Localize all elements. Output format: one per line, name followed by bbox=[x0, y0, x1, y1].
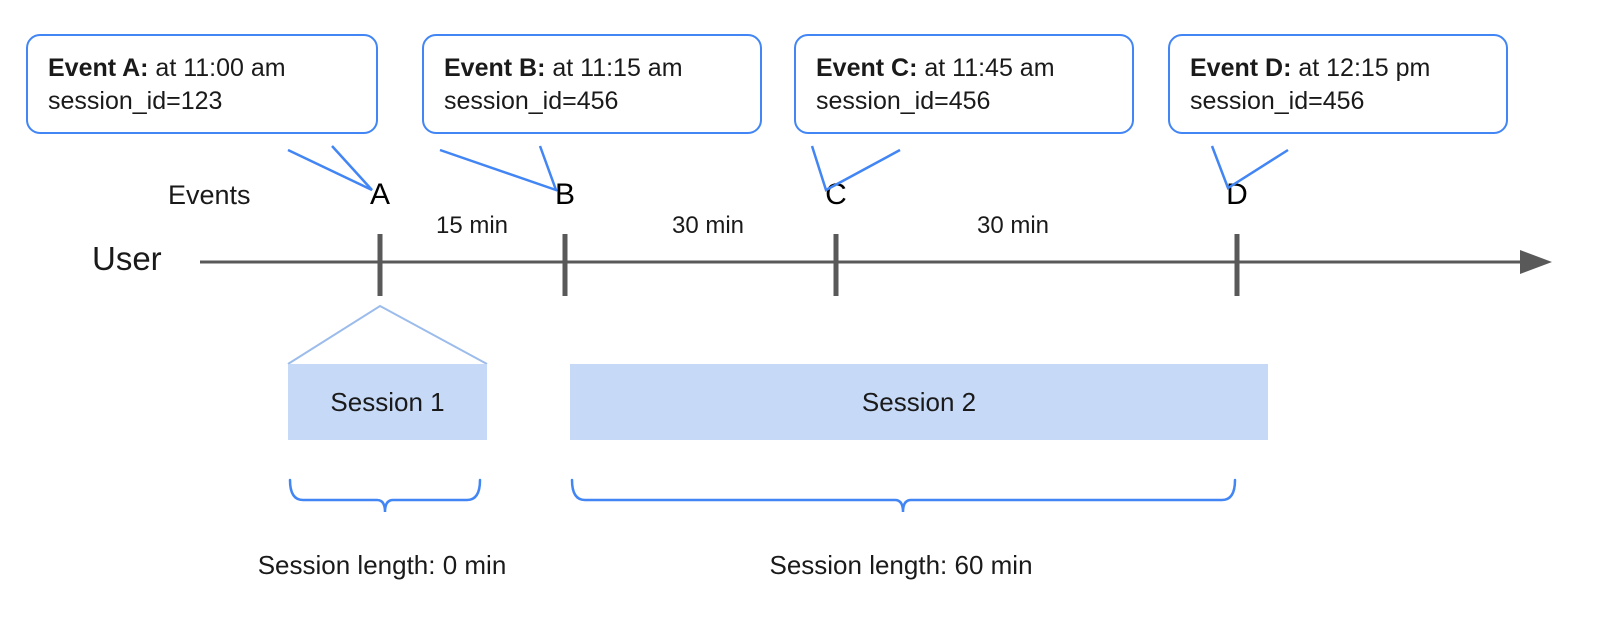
gap-label-a-b: 15 min bbox=[435, 212, 509, 239]
callout-event-d: Event D: at 12:15 pm session_id=456 bbox=[1168, 34, 1508, 134]
gap-label-b-c: 30 min bbox=[671, 212, 745, 239]
event-letter-d: D bbox=[1226, 178, 1248, 211]
callout-tail-a-icon bbox=[287, 145, 373, 192]
callout-c-line1: Event C: at 11:45 am bbox=[816, 52, 1114, 85]
timeline-arrow-icon bbox=[1520, 250, 1552, 274]
gap-label-c-d: 30 min bbox=[976, 212, 1050, 239]
session-bar-1: Session 1 bbox=[288, 364, 487, 440]
callout-b-lead: Event B: bbox=[444, 54, 546, 82]
session-bar-1-label: Session 1 bbox=[330, 386, 445, 417]
callout-b-line1: Event B: at 11:15 am bbox=[444, 52, 742, 85]
callout-d-session: session_id=456 bbox=[1190, 87, 1365, 115]
callout-event-a: Event A: at 11:00 am session_id=123 bbox=[26, 34, 378, 134]
session-2-length-caption: Session length: 60 min bbox=[769, 550, 1033, 580]
event-letter-b: B bbox=[554, 178, 576, 211]
callout-b-time: at 11:15 am bbox=[545, 54, 683, 82]
row-label-user: User bbox=[92, 240, 162, 277]
callout-a-time: at 11:00 am bbox=[148, 54, 286, 82]
callout-a-lead: Event A: bbox=[48, 54, 149, 82]
callout-c-session: session_id=456 bbox=[816, 87, 991, 115]
event-letter-a: A bbox=[369, 178, 391, 211]
session-2-brace-icon bbox=[570, 478, 1237, 513]
session-bar-2-label: Session 2 bbox=[861, 386, 977, 417]
session-1-brace-icon bbox=[288, 478, 482, 513]
callout-d-time: at 12:15 pm bbox=[1291, 54, 1431, 82]
callout-event-b: Event B: at 11:15 am session_id=456 bbox=[422, 34, 762, 134]
callout-a-session: session_id=123 bbox=[48, 87, 223, 115]
session-bar-2: Session 2 bbox=[570, 364, 1268, 440]
event-letter-c: C bbox=[825, 178, 847, 211]
callout-tail-d-icon bbox=[1210, 145, 1289, 190]
callout-d-lead: Event D: bbox=[1190, 54, 1292, 82]
callout-d-line1: Event D: at 12:15 pm bbox=[1190, 52, 1488, 85]
session-1-length-caption: Session length: 0 min bbox=[257, 550, 507, 580]
session-1-connector-icon bbox=[287, 304, 488, 365]
callout-tail-b-icon bbox=[439, 145, 559, 193]
callout-b-session: session_id=456 bbox=[444, 87, 619, 115]
callout-c-time: at 11:45 am bbox=[917, 54, 1055, 82]
row-label-events: Events bbox=[168, 180, 251, 210]
callout-event-c: Event C: at 11:45 am session_id=456 bbox=[794, 34, 1134, 134]
callout-a-line1: Event A: at 11:00 am bbox=[48, 52, 358, 85]
callout-c-lead: Event C: bbox=[816, 54, 918, 82]
